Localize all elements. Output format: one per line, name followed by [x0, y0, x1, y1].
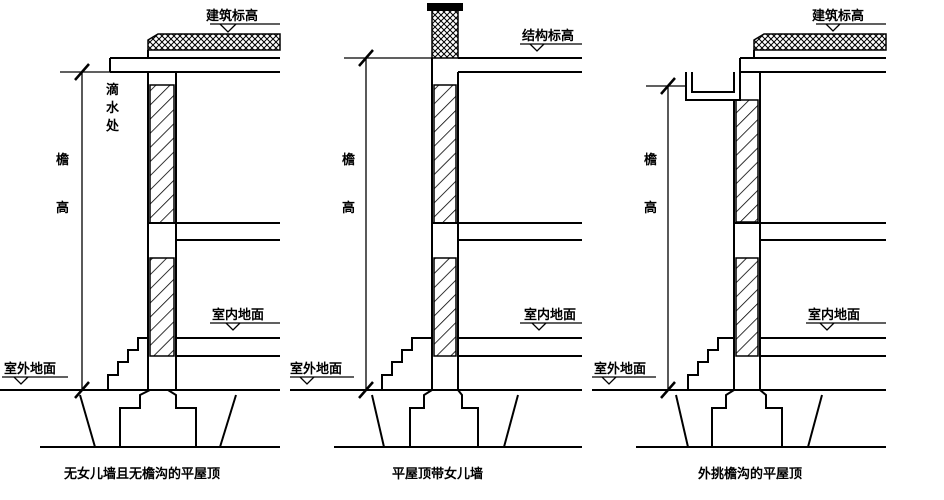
drip-label-char-2: 水 [106, 100, 120, 116]
indoor-level-marker [520, 322, 582, 331]
indoor-floor-label: 室内地面 [212, 307, 264, 323]
exterior-wall [147, 72, 177, 390]
top-level-marker [816, 23, 886, 32]
entry-steps [687, 337, 734, 390]
outdoor-level-marker [592, 376, 656, 385]
panel-no-parapet [0, 23, 281, 448]
eave-height-dimension [60, 63, 110, 399]
eave-gutter [685, 72, 741, 101]
entry-steps [381, 337, 432, 390]
panel-caption: 外挑檐沟的平屋顶 [697, 466, 802, 482]
indoor-floor-label: 室内地面 [524, 307, 576, 323]
eave-label-char-1: 檐 [342, 152, 355, 168]
panel-caption: 无女儿墙且无檐沟的平屋顶 [63, 466, 220, 482]
panel-1-labels: 建筑标高 檐 高 滴 水 处 室内地面 室外地面 无女儿墙且无檐沟的平屋顶 [4, 8, 264, 482]
exterior-wall [733, 99, 761, 390]
drip-label-char-3: 处 [105, 118, 120, 134]
top-elevation-label: 建筑标高 [812, 8, 864, 24]
eave-height-dimension [646, 77, 686, 399]
indoor-level-marker [806, 322, 886, 331]
top-level-marker [210, 23, 280, 33]
roof-finish-layer [147, 33, 281, 58]
panel-2-labels: 结构标高 檐 高 室内地面 室外地面 平屋顶带女儿墙 [290, 28, 576, 482]
panel-caption: 平屋顶带女儿墙 [392, 466, 483, 482]
foundation [371, 389, 519, 448]
outdoor-ground-label: 室外地面 [594, 361, 646, 377]
foundation [79, 389, 237, 448]
roof-slab [739, 57, 886, 100]
outdoor-level-marker [290, 376, 354, 385]
panel-3-labels: 建筑标高 檐 高 室内地面 室外地面 外挑檐沟的平屋顶 [594, 8, 864, 482]
roof-finish-layer [753, 33, 887, 58]
outdoor-ground-label: 室外地面 [290, 361, 342, 377]
eave-label-char-2: 高 [342, 200, 355, 216]
panel-projecting-gutter [592, 23, 887, 448]
top-elevation-label: 建筑标高 [206, 8, 258, 24]
eave-label-char-1: 檐 [56, 152, 69, 168]
eave-label-char-1: 檐 [644, 152, 657, 168]
outdoor-level-marker [2, 376, 68, 385]
panel-with-parapet [290, 3, 582, 448]
indoor-floor-label: 室内地面 [808, 307, 860, 323]
outdoor-ground-label: 室外地面 [4, 361, 56, 377]
floor-slab [734, 222, 886, 241]
indoor-level-marker [210, 322, 280, 331]
top-level-marker [520, 43, 582, 52]
eave-label-char-2: 高 [56, 200, 69, 216]
entry-steps [107, 337, 148, 390]
roof-slab [109, 57, 280, 73]
parapet-wall [427, 3, 463, 59]
floor-slab [148, 222, 280, 241]
eave-label-char-2: 高 [644, 200, 657, 216]
eave-height-dimension [344, 49, 432, 399]
roof-slab [458, 57, 582, 73]
floor-slab [432, 222, 582, 241]
top-elevation-label: 结构标高 [522, 28, 574, 44]
foundation [675, 389, 823, 448]
drip-label-char-1: 滴 [106, 82, 119, 98]
